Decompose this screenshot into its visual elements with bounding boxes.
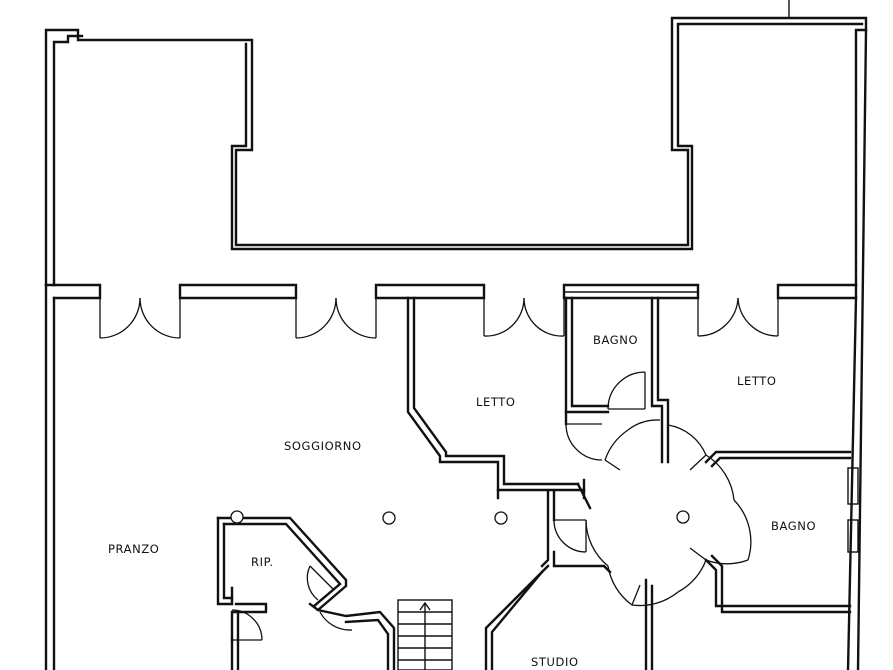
bagno-1-walls: [564, 296, 670, 464]
terrace-door-1: [99, 297, 181, 339]
terrace-outline: [44, 0, 868, 287]
letto-1-walls: [406, 296, 586, 500]
room-label-letto-1: LETTO: [476, 395, 516, 409]
room-label-letto-2: LETTO: [737, 374, 777, 388]
stair-walls: [316, 608, 396, 670]
bagno-2-walls: [704, 450, 852, 614]
bagno-1-door: [565, 371, 646, 461]
room-label-pranzo: PRANZO: [108, 542, 159, 556]
terrace-door-4: [697, 297, 779, 337]
staircase: [397, 599, 453, 670]
room-label-bagno-2: BAGNO: [771, 519, 816, 533]
ceiling-lights: [230, 510, 690, 525]
hall-doors: [585, 419, 752, 607]
right-wall: [846, 28, 868, 670]
room-label-studio: STUDIO: [531, 655, 579, 669]
ripostiglio-walls: [216, 516, 348, 670]
studio-walls: [484, 482, 654, 670]
room-label-bagno-1: BAGNO: [593, 333, 638, 347]
terrace-door-2: [295, 297, 377, 339]
terrace-door-3: [483, 297, 565, 337]
room-label-rip: RIP.: [251, 555, 274, 569]
room-label-soggiorno: SOGGIORNO: [284, 439, 362, 453]
